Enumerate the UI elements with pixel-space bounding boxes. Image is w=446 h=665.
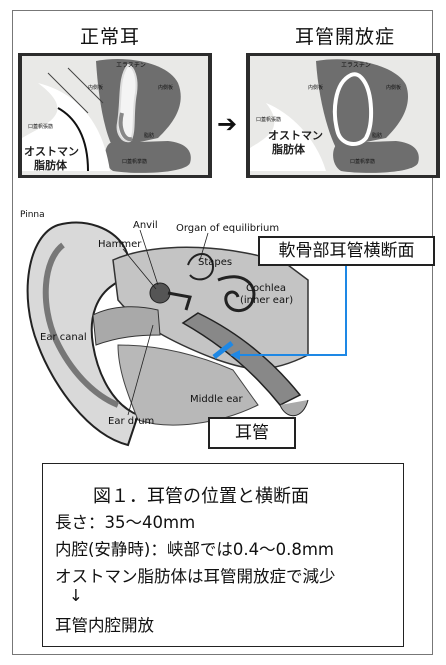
caption-result: 耳管内腔開放	[55, 612, 154, 636]
figure-caption-box: 図１．耳管の位置と横断面 長さ：35〜40mm 内腔(安静時)：峡部では0.4〜…	[42, 463, 404, 647]
caption-length: 長さ：35〜40mm	[55, 509, 195, 533]
eustachian-tube-callout: 耳管	[208, 417, 296, 449]
caption-lumen: 内腔(安静時)：峡部では0.4〜0.8mm	[55, 536, 334, 560]
caption-title: 図１．耳管の位置と横断面	[93, 482, 309, 508]
down-arrow-icon: ↓	[69, 586, 83, 605]
caption-ostmann: オストマン脂肪体は耳管開放症で減少	[55, 563, 336, 587]
cross-section-callout: 軟骨部耳管横断面	[258, 236, 435, 266]
